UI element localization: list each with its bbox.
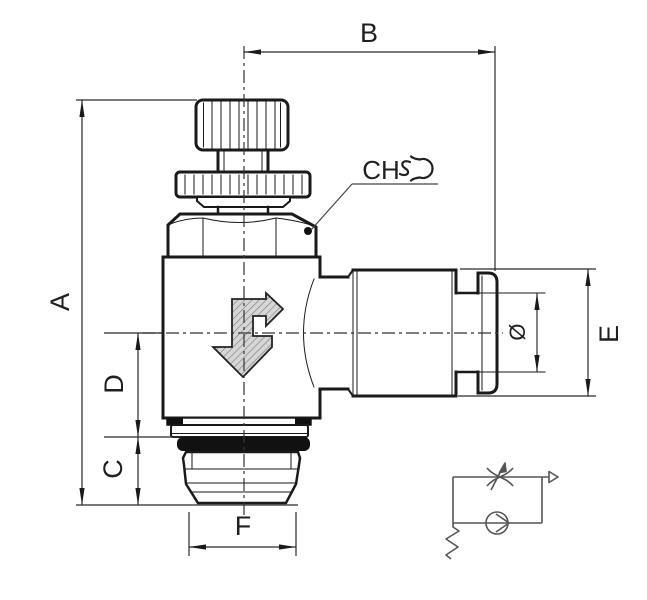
tube-bore-lines xyxy=(456,292,546,373)
hex-outline xyxy=(166,212,318,259)
washer xyxy=(170,424,309,438)
cartridge-top-bottom-edges xyxy=(351,268,458,398)
arrow-e-bottom xyxy=(585,379,591,396)
dim-label-diameter: Ø xyxy=(505,323,530,340)
arrow-c-top xyxy=(135,437,141,454)
ch-label: CH xyxy=(362,155,400,185)
arrow-b-left xyxy=(244,49,261,55)
schematic-restrictor-arcs xyxy=(486,467,514,487)
arrow-e-top xyxy=(585,269,591,286)
lock-nut-outline xyxy=(174,170,312,199)
wrench-flat-marker-dot xyxy=(304,227,312,235)
adjustment-knob xyxy=(194,98,290,174)
wrench-jaw-prongs xyxy=(409,155,422,182)
flow-regulator-schematic-icon xyxy=(445,462,559,560)
arrow-d-top xyxy=(135,333,141,350)
arrow-c-bottom xyxy=(135,488,141,505)
hex-facet-lines xyxy=(202,217,277,257)
arrow-a-bottom xyxy=(79,488,85,505)
thread-lines xyxy=(183,451,300,493)
arrow-dia-bottom xyxy=(534,355,540,372)
dim-label-a: A xyxy=(45,293,75,311)
lock-nut-knurl-lines xyxy=(184,174,303,195)
dim-label-e: E xyxy=(594,325,624,343)
port-neck-edges xyxy=(318,275,350,391)
dim-label-d: D xyxy=(99,374,129,394)
dim-label-b: B xyxy=(360,18,378,48)
flow-direction-arrow xyxy=(210,290,285,379)
gasket-left-section xyxy=(167,418,183,425)
threaded-stud-outline xyxy=(181,450,302,505)
hex-chamfer-arcs xyxy=(169,217,315,227)
dim-label-c: C xyxy=(98,459,128,479)
dimension-arrowheads xyxy=(79,49,591,550)
ch-leader xyxy=(310,183,438,231)
gasket-right-section xyxy=(295,418,311,425)
lock-nut xyxy=(174,170,312,216)
wrench-jaw-arc xyxy=(418,157,434,180)
ch-callout: CH xyxy=(310,155,438,231)
arrow-dia-top xyxy=(534,293,540,310)
body-and-port-outline xyxy=(161,255,546,420)
wrench-icon xyxy=(398,155,434,182)
bottom-connection xyxy=(166,417,312,505)
arrow-a-top xyxy=(79,100,85,117)
schematic-thread-zigzag xyxy=(445,523,460,560)
valve-body xyxy=(161,98,546,505)
dimensions: A B C D E Ø F xyxy=(45,18,624,556)
arrow-f-left xyxy=(189,544,206,550)
knob-outline xyxy=(194,98,290,152)
ch-leader-line xyxy=(310,183,353,231)
schematic-check-valve-chevron xyxy=(495,513,510,533)
schematic-adjust-arrowhead xyxy=(498,462,507,474)
knob-knurl-lines xyxy=(203,101,281,149)
centerlines xyxy=(142,46,503,517)
wrench-handle-squiggle xyxy=(398,160,412,177)
arrow-f-right xyxy=(279,544,296,550)
seal-ring xyxy=(177,437,310,451)
arrow-b-right xyxy=(478,49,495,55)
arrow-d-bottom xyxy=(135,420,141,437)
schematic-output-arrow xyxy=(548,470,559,484)
hex-nut-section xyxy=(166,212,318,259)
knob-stem-inner-lines xyxy=(223,149,263,173)
dim-label-f: F xyxy=(235,511,252,541)
knob-stem xyxy=(216,148,270,174)
gasket-bar xyxy=(166,417,312,426)
